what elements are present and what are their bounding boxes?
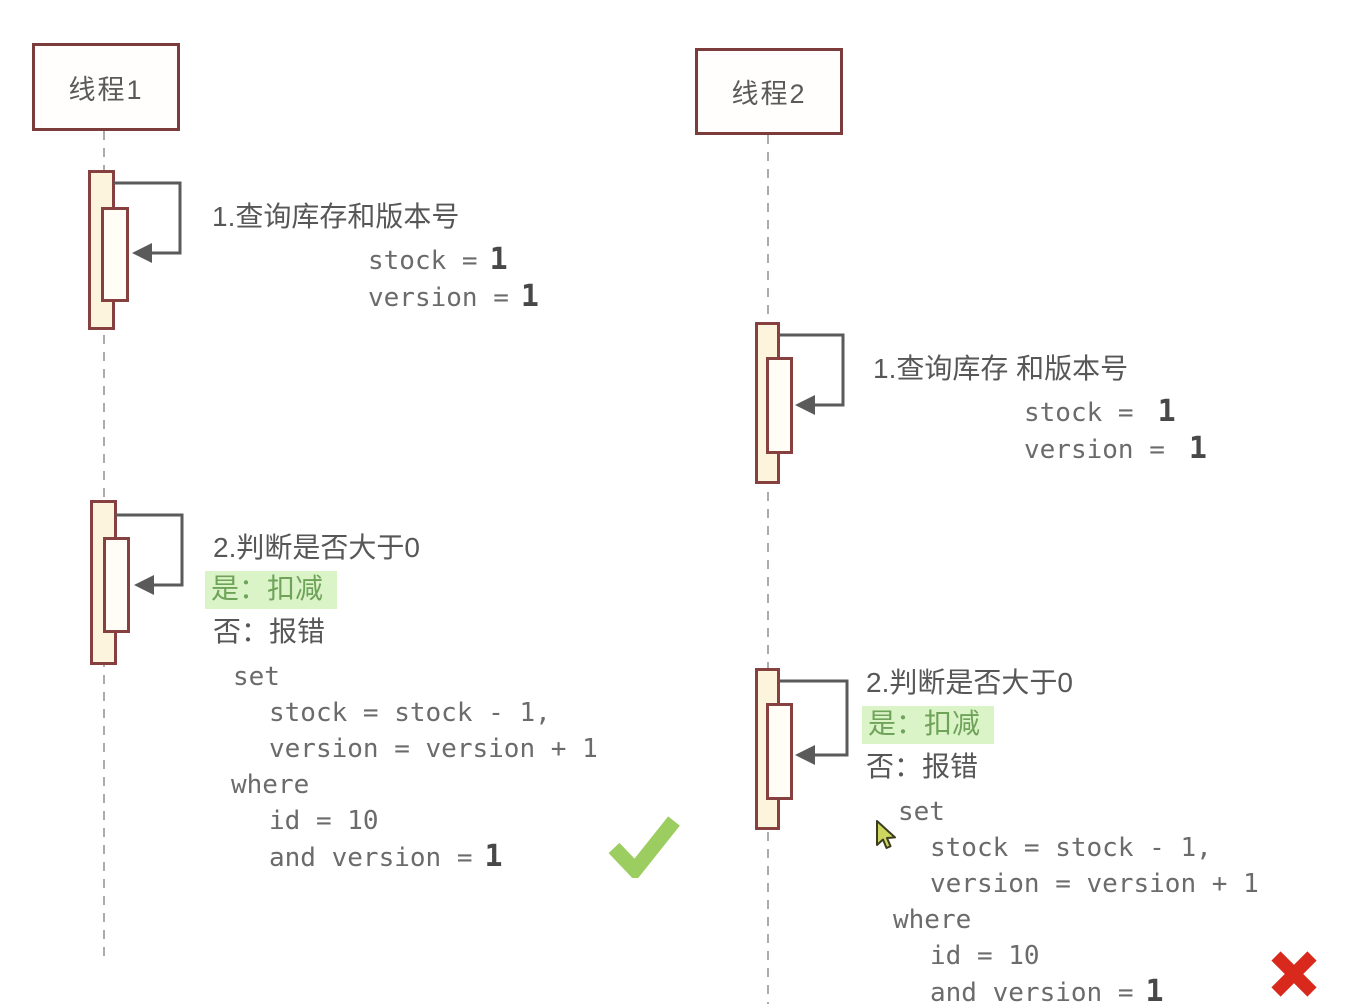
sql-where: where	[893, 905, 972, 935]
thread2-step2-text: 2.判断是否大于0 是：扣减 否：报错 set stock = stock - …	[862, 666, 1259, 1004]
sql-line: stock = stock - 1,	[930, 833, 1212, 863]
check-icon	[608, 816, 680, 878]
stock-line: stock =1	[1024, 394, 1176, 429]
step-title: 1.查询库存 和版本号	[873, 353, 1129, 384]
version-line: version =1	[1024, 431, 1207, 466]
self-call-arrow	[116, 513, 184, 595]
sql-line: stock = stock - 1,	[269, 698, 551, 728]
thread1-step1-text: 1.查询库存和版本号 stock =1 version =1	[212, 200, 539, 316]
thread2-step1-nested-bar	[766, 357, 793, 454]
cursor-icon	[876, 820, 896, 849]
cross-icon	[1271, 951, 1317, 997]
version-value: 1	[1188, 431, 1207, 466]
stock-line: stock =1	[368, 242, 508, 277]
thread1-box: 线程1	[32, 43, 180, 131]
version-line: version =1	[368, 279, 539, 314]
sql-line: and version =1	[269, 839, 503, 874]
sql-line: and version =1	[930, 974, 1259, 1004]
sql-set: set	[233, 662, 280, 692]
thread2-box: 线程2	[695, 48, 843, 135]
thread1-label: 线程1	[68, 74, 144, 105]
sql-line: id = 10	[269, 806, 379, 836]
thread2-step2-nested-bar	[766, 703, 793, 800]
thread1-step2-nested-bar	[103, 537, 130, 633]
version-value: 1	[520, 279, 539, 314]
yes-highlight: 是：扣减	[862, 706, 995, 744]
sql-line: version = version + 1	[269, 734, 598, 764]
sql-set: set	[898, 797, 945, 827]
stock-value: 1	[1157, 394, 1176, 429]
where-version-value: 1	[484, 839, 503, 874]
thread1-step2-text: 2.判断是否大于0 是：扣减 否：报错 set stock = stock - …	[205, 531, 598, 876]
step-title: 2.判断是否大于0	[866, 667, 1073, 698]
self-call-arrow	[779, 679, 849, 765]
thread2-lifeline	[767, 135, 769, 1004]
no-line: 否：报错	[213, 616, 326, 647]
sql-line: version = version + 1	[930, 869, 1259, 899]
self-call-arrow	[779, 333, 845, 415]
thread2-label: 线程2	[731, 79, 807, 109]
sql-line: id = 10	[930, 941, 1040, 971]
where-version-value: 1	[1145, 974, 1164, 1004]
self-call-arrow	[114, 181, 182, 263]
step-title: 2.判断是否大于0	[213, 532, 420, 563]
sql-where: where	[231, 770, 310, 800]
step-title: 1.查询库存和版本号	[212, 201, 460, 232]
stock-value: 1	[489, 242, 508, 277]
no-line: 否：报错	[866, 751, 979, 782]
thread2-step1-text: 1.查询库存 和版本号 stock =1 version =1	[873, 352, 1207, 468]
yes-highlight: 是：扣减	[205, 571, 338, 609]
thread1-step1-nested-bar	[101, 207, 129, 302]
